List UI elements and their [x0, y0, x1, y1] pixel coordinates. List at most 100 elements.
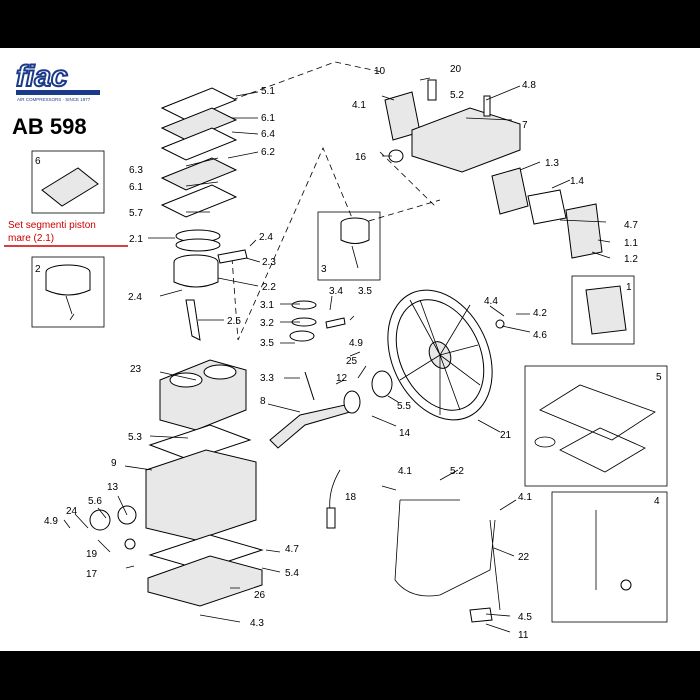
logo-text: fiac [16, 60, 68, 93]
crankcase-part [145, 449, 257, 541]
label-4-1: 4.1 [352, 100, 366, 111]
leader-lines [63, 77, 611, 633]
cylinder-head-part [411, 107, 521, 173]
dipstick-cap-part [326, 507, 336, 529]
fiac-logo: fiac AIR COMPRESSORS · SINCE 1977 [15, 59, 100, 102]
box-4 [551, 491, 668, 623]
label-3-2: 3.2 [260, 318, 274, 329]
gasket-plate-part [160, 184, 238, 218]
label-4-2: 4.2 [533, 308, 547, 319]
valve-plate-part [41, 167, 99, 207]
label-2-1: 2.1 [129, 234, 143, 245]
label-26: 26 [254, 590, 266, 601]
label-5-7: 5.7 [129, 208, 143, 219]
label-4-5: 4.5 [518, 612, 532, 623]
label-2-4: 2.4 [259, 232, 273, 243]
label-2-3: 2.3 [262, 257, 276, 268]
label-16: 16 [355, 152, 367, 163]
guide-line [231, 61, 383, 101]
box-1 [571, 275, 635, 345]
piston-part [289, 330, 315, 342]
note-line-2: mare (2.1) [8, 233, 54, 244]
gasket-part [559, 427, 646, 473]
dipstick-part [329, 469, 341, 511]
label-3-5: 3.5 [358, 286, 372, 297]
label-1-2: 1.2 [624, 254, 638, 265]
label-7: 7 [522, 120, 528, 131]
gasket-plate-part [160, 87, 238, 121]
gasket-part [148, 424, 252, 461]
flywheel-spokes [399, 299, 481, 415]
label-2-4b: 2.4 [128, 292, 142, 303]
gasket-plate-part [160, 127, 238, 161]
valve-plate-part [160, 157, 238, 191]
conrod-part [65, 295, 75, 321]
label-1-4: 1.4 [570, 176, 584, 187]
diagram-sheet: fiac AIR COMPRESSORS · SINCE 1977 AB 598… [0, 48, 700, 651]
bolt-part [427, 79, 437, 101]
frame-part [394, 499, 501, 611]
label-23: 23 [130, 364, 142, 375]
label-1: 1 [626, 282, 632, 293]
box-2 [31, 256, 105, 328]
label-20: 20 [450, 64, 462, 75]
label-6: 6 [35, 156, 41, 167]
label-1-1: 1.1 [624, 238, 638, 249]
label-4-1c: 4.1 [518, 492, 532, 503]
label-2-5: 2.5 [227, 316, 241, 327]
label-19: 19 [86, 549, 98, 560]
label-10: 10 [374, 66, 386, 77]
piston-body [45, 272, 91, 296]
label-11: 11 [518, 630, 529, 641]
label-2: 2 [35, 264, 41, 275]
label-6-4: 6.4 [261, 129, 275, 140]
head-piece-part [491, 167, 529, 215]
label-5-5: 5.5 [397, 401, 411, 412]
label-13: 13 [107, 482, 119, 493]
label-3: 3 [321, 264, 327, 275]
label-12: 12 [336, 373, 348, 384]
label-5: 5 [656, 372, 662, 383]
label-22: 22 [518, 552, 530, 563]
label-4-7: 4.7 [285, 544, 299, 555]
label-3-3: 3.3 [260, 373, 274, 384]
oil-cap-part [89, 509, 111, 531]
foot-part [469, 607, 493, 623]
label-14: 14 [399, 428, 411, 439]
crankcase-cover-part [147, 555, 263, 607]
washer-part [620, 579, 632, 591]
box-5 [524, 365, 668, 487]
conrod-small-part [304, 371, 315, 401]
washer-part [495, 319, 505, 329]
model-title: AB 598 [12, 114, 87, 139]
bearing-part [343, 390, 361, 414]
label-3-1: 3.1 [260, 300, 274, 311]
plug-part [124, 538, 136, 550]
label-4-1b: 4.1 [398, 466, 412, 477]
label-6-2: 6.2 [261, 147, 275, 158]
label-4-9b: 4.9 [349, 338, 363, 349]
piston-small-body [340, 223, 370, 244]
piston-ring-part [175, 238, 221, 252]
label-4-3: 4.3 [250, 618, 264, 629]
label-25: 25 [346, 356, 358, 367]
label-1-3: 1.3 [545, 158, 559, 169]
label-5-2: 5.2 [450, 90, 464, 101]
pin-part [325, 317, 346, 329]
label-4-8: 4.8 [522, 80, 536, 91]
logo-underline [16, 90, 100, 95]
piston-pin-part [217, 249, 248, 264]
label-5-4: 5.4 [285, 568, 299, 579]
label-6-1: 6.1 [261, 113, 275, 124]
note-line-1: Set segmenti piston [8, 220, 96, 231]
box-3 [317, 211, 381, 281]
label-6-1b: 6.1 [129, 182, 143, 193]
head-piece-part [565, 203, 603, 259]
label-5-6: 5.6 [88, 496, 102, 507]
label-6-3: 6.3 [129, 165, 143, 176]
label-17: 17 [86, 569, 98, 580]
conrod-part [185, 299, 201, 341]
label-9: 9 [111, 458, 117, 469]
label-18: 18 [345, 492, 357, 503]
box-6 [31, 150, 105, 214]
